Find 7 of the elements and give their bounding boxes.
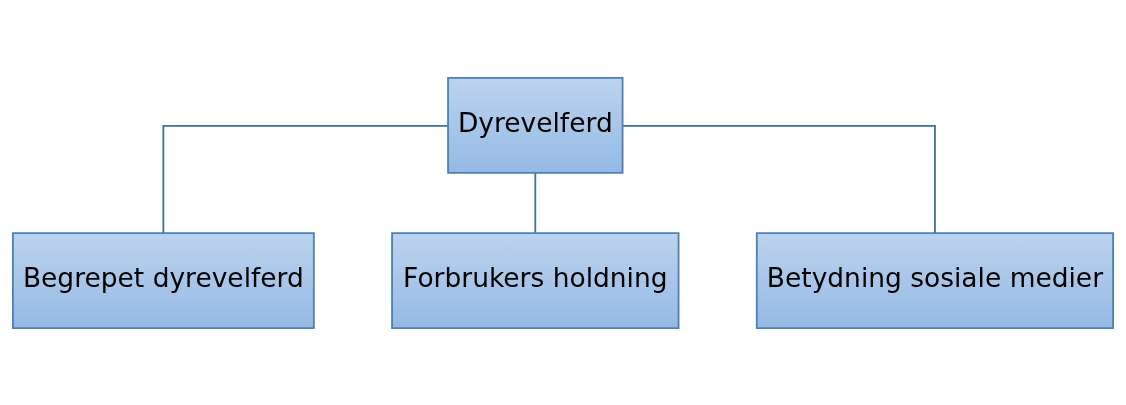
node-box: Betydning sosiale medier bbox=[755, 231, 1114, 329]
connector bbox=[622, 124, 936, 234]
node-box: Begrepet dyrevelferd bbox=[12, 231, 315, 329]
connector bbox=[534, 171, 537, 234]
node-box: Forbrukers holdning bbox=[391, 231, 680, 329]
node-box: Dyrevelferd bbox=[447, 76, 624, 174]
connector bbox=[162, 124, 449, 234]
